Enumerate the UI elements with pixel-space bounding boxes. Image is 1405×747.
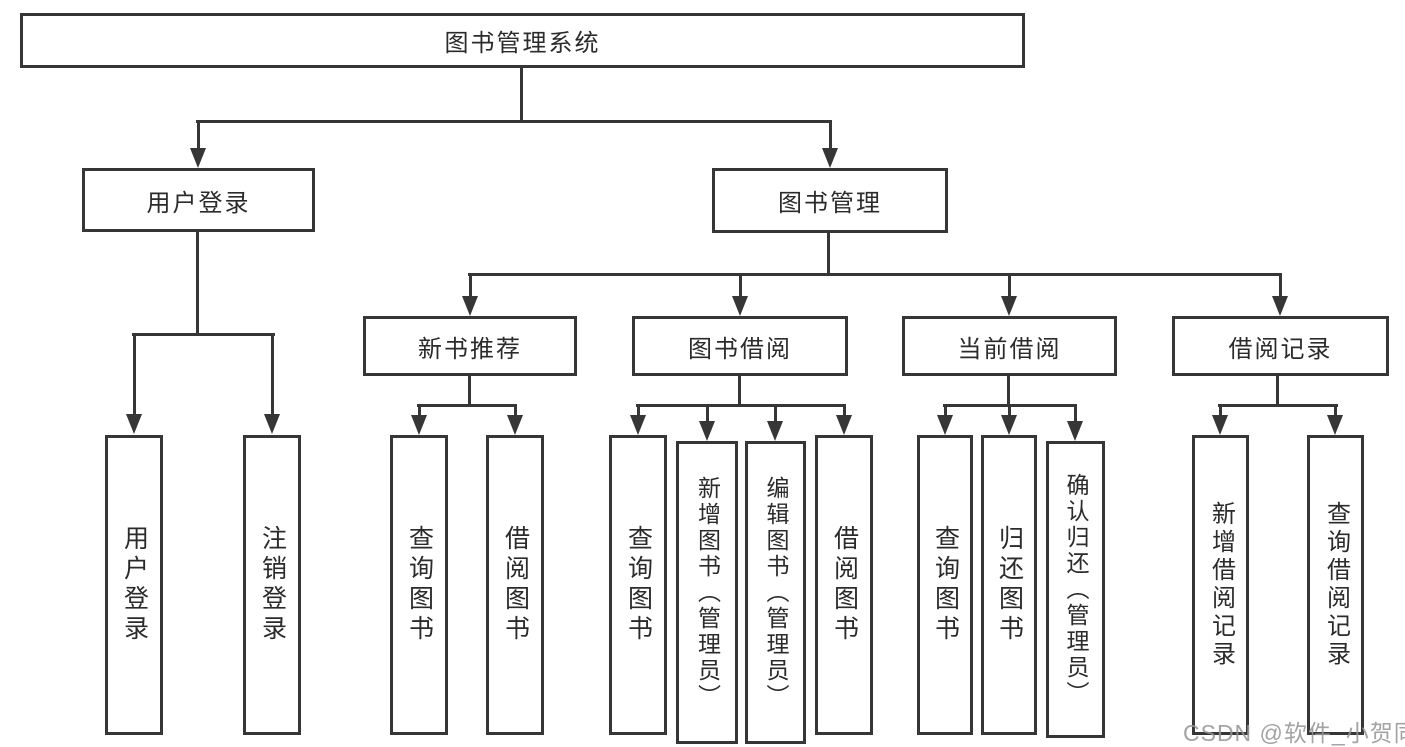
leaf-borrow-books-1: 借阅图书 (486, 435, 544, 735)
leaf-query-borrow-record-label: 查询借阅记录 (1322, 501, 1350, 669)
arrow-to-leaf-query-books-1 (411, 407, 428, 435)
leaf-edit-book-admin-label: 编辑图书（管理员） (763, 475, 789, 710)
leaf-user-login-label: 用户登录 (120, 525, 149, 645)
leaf-edit-book-admin: 编辑图书（管理员） (745, 441, 806, 744)
arrow-to-leaf-edit-book (767, 407, 784, 441)
arrow-to-leaf-return-book (1001, 407, 1018, 435)
csdn-watermark: CSDN @软件_小贺同学 (1183, 720, 1405, 746)
arrow-to-leaf-query-books-2 (630, 407, 647, 435)
node-book-management-label: 图书管理 (778, 190, 882, 217)
leaf-query-books-1: 查询图书 (390, 435, 448, 735)
arrow-to-leaf-confirm-return (1067, 407, 1084, 441)
node-book-borrow: 图书借阅 (632, 316, 848, 376)
connector-new-book-recommend-stub (468, 376, 471, 407)
arrow-to-leaf-borrow-books-1 (507, 407, 524, 435)
leaf-add-book-admin: 新增图书（管理员） (676, 441, 738, 744)
arrow-to-current-borrow (1001, 276, 1018, 316)
node-root: 图书管理系统 (20, 13, 1025, 68)
arrow-to-borrow-records (1272, 276, 1289, 316)
connector-book-management-rail (468, 273, 1282, 276)
leaf-query-books-1-label: 查询图书 (405, 525, 434, 645)
arrow-to-new-book-recommend (462, 276, 479, 316)
arrow-to-leaf-logout (264, 336, 281, 434)
leaf-return-book-label: 归还图书 (995, 525, 1024, 645)
leaf-confirm-return-admin: 确认归还（管理员） (1046, 441, 1105, 738)
arrow-to-leaf-add-book (699, 407, 716, 441)
leaf-logout: 注销登录 (243, 435, 301, 735)
connector-book-management-stub (827, 233, 830, 276)
connector-borrow-records-stub (1276, 376, 1279, 407)
arrow-to-book-management (822, 122, 839, 168)
connector-current-borrow-stub (1007, 376, 1010, 407)
leaf-return-book: 归还图书 (981, 435, 1037, 735)
connector-current-borrow-rail (943, 404, 1077, 407)
node-root-label: 图书管理系统 (444, 30, 601, 57)
arrow-to-leaf-query-books-3 (937, 407, 954, 435)
leaf-add-book-admin-label: 新增图书（管理员） (694, 475, 721, 710)
leaf-query-books-3: 查询图书 (917, 435, 973, 735)
leaf-logout-label: 注销登录 (258, 525, 287, 645)
node-current-borrow: 当前借阅 (902, 316, 1117, 376)
node-borrow-records-label: 借阅记录 (1228, 335, 1333, 363)
leaf-confirm-return-admin-label: 确认归还（管理员） (1063, 472, 1089, 707)
arrow-to-leaf-user-login (126, 336, 143, 434)
connector-user-login-stub (196, 232, 199, 336)
node-new-book-recommend: 新书推荐 (363, 316, 577, 376)
node-user-login: 用户登录 (82, 168, 315, 232)
leaf-user-login: 用户登录 (105, 435, 163, 735)
connector-book-borrow-stub (738, 376, 741, 407)
connector-user-login-rail (132, 333, 275, 336)
node-book-management: 图书管理 (712, 168, 948, 233)
connector-borrow-records-rail (1218, 404, 1338, 407)
connector-book-borrow-rail (636, 404, 846, 407)
leaf-query-books-2-label: 查询图书 (624, 525, 653, 645)
leaf-add-borrow-record-label: 新增借阅记录 (1207, 501, 1235, 669)
node-borrow-records: 借阅记录 (1172, 316, 1389, 376)
connector-root-rail (196, 120, 832, 123)
leaf-query-books-2: 查询图书 (609, 435, 667, 735)
arrow-to-leaf-add-record (1212, 407, 1229, 435)
leaf-query-borrow-record: 查询借阅记录 (1307, 435, 1364, 735)
arrow-to-book-borrow (732, 276, 749, 316)
arrow-to-user-login (190, 122, 207, 168)
arrow-to-leaf-borrow-books-2 (836, 407, 853, 435)
node-current-borrow-label: 当前借阅 (957, 335, 1062, 363)
leaf-borrow-books-2: 借阅图书 (815, 435, 873, 735)
connector-root-stub (520, 68, 523, 123)
leaf-query-books-3-label: 查询图书 (931, 525, 960, 645)
leaf-borrow-books-1-label: 借阅图书 (501, 525, 530, 645)
leaf-borrow-books-2-label: 借阅图书 (830, 525, 859, 645)
arrow-to-leaf-query-record (1327, 407, 1344, 435)
node-new-book-recommend-label: 新书推荐 (418, 335, 522, 363)
leaf-add-borrow-record: 新增借阅记录 (1192, 435, 1249, 735)
node-book-borrow-label: 图书借阅 (688, 335, 792, 363)
connector-new-book-recommend-rail (417, 404, 517, 407)
node-user-login-label: 用户登录 (146, 189, 251, 217)
